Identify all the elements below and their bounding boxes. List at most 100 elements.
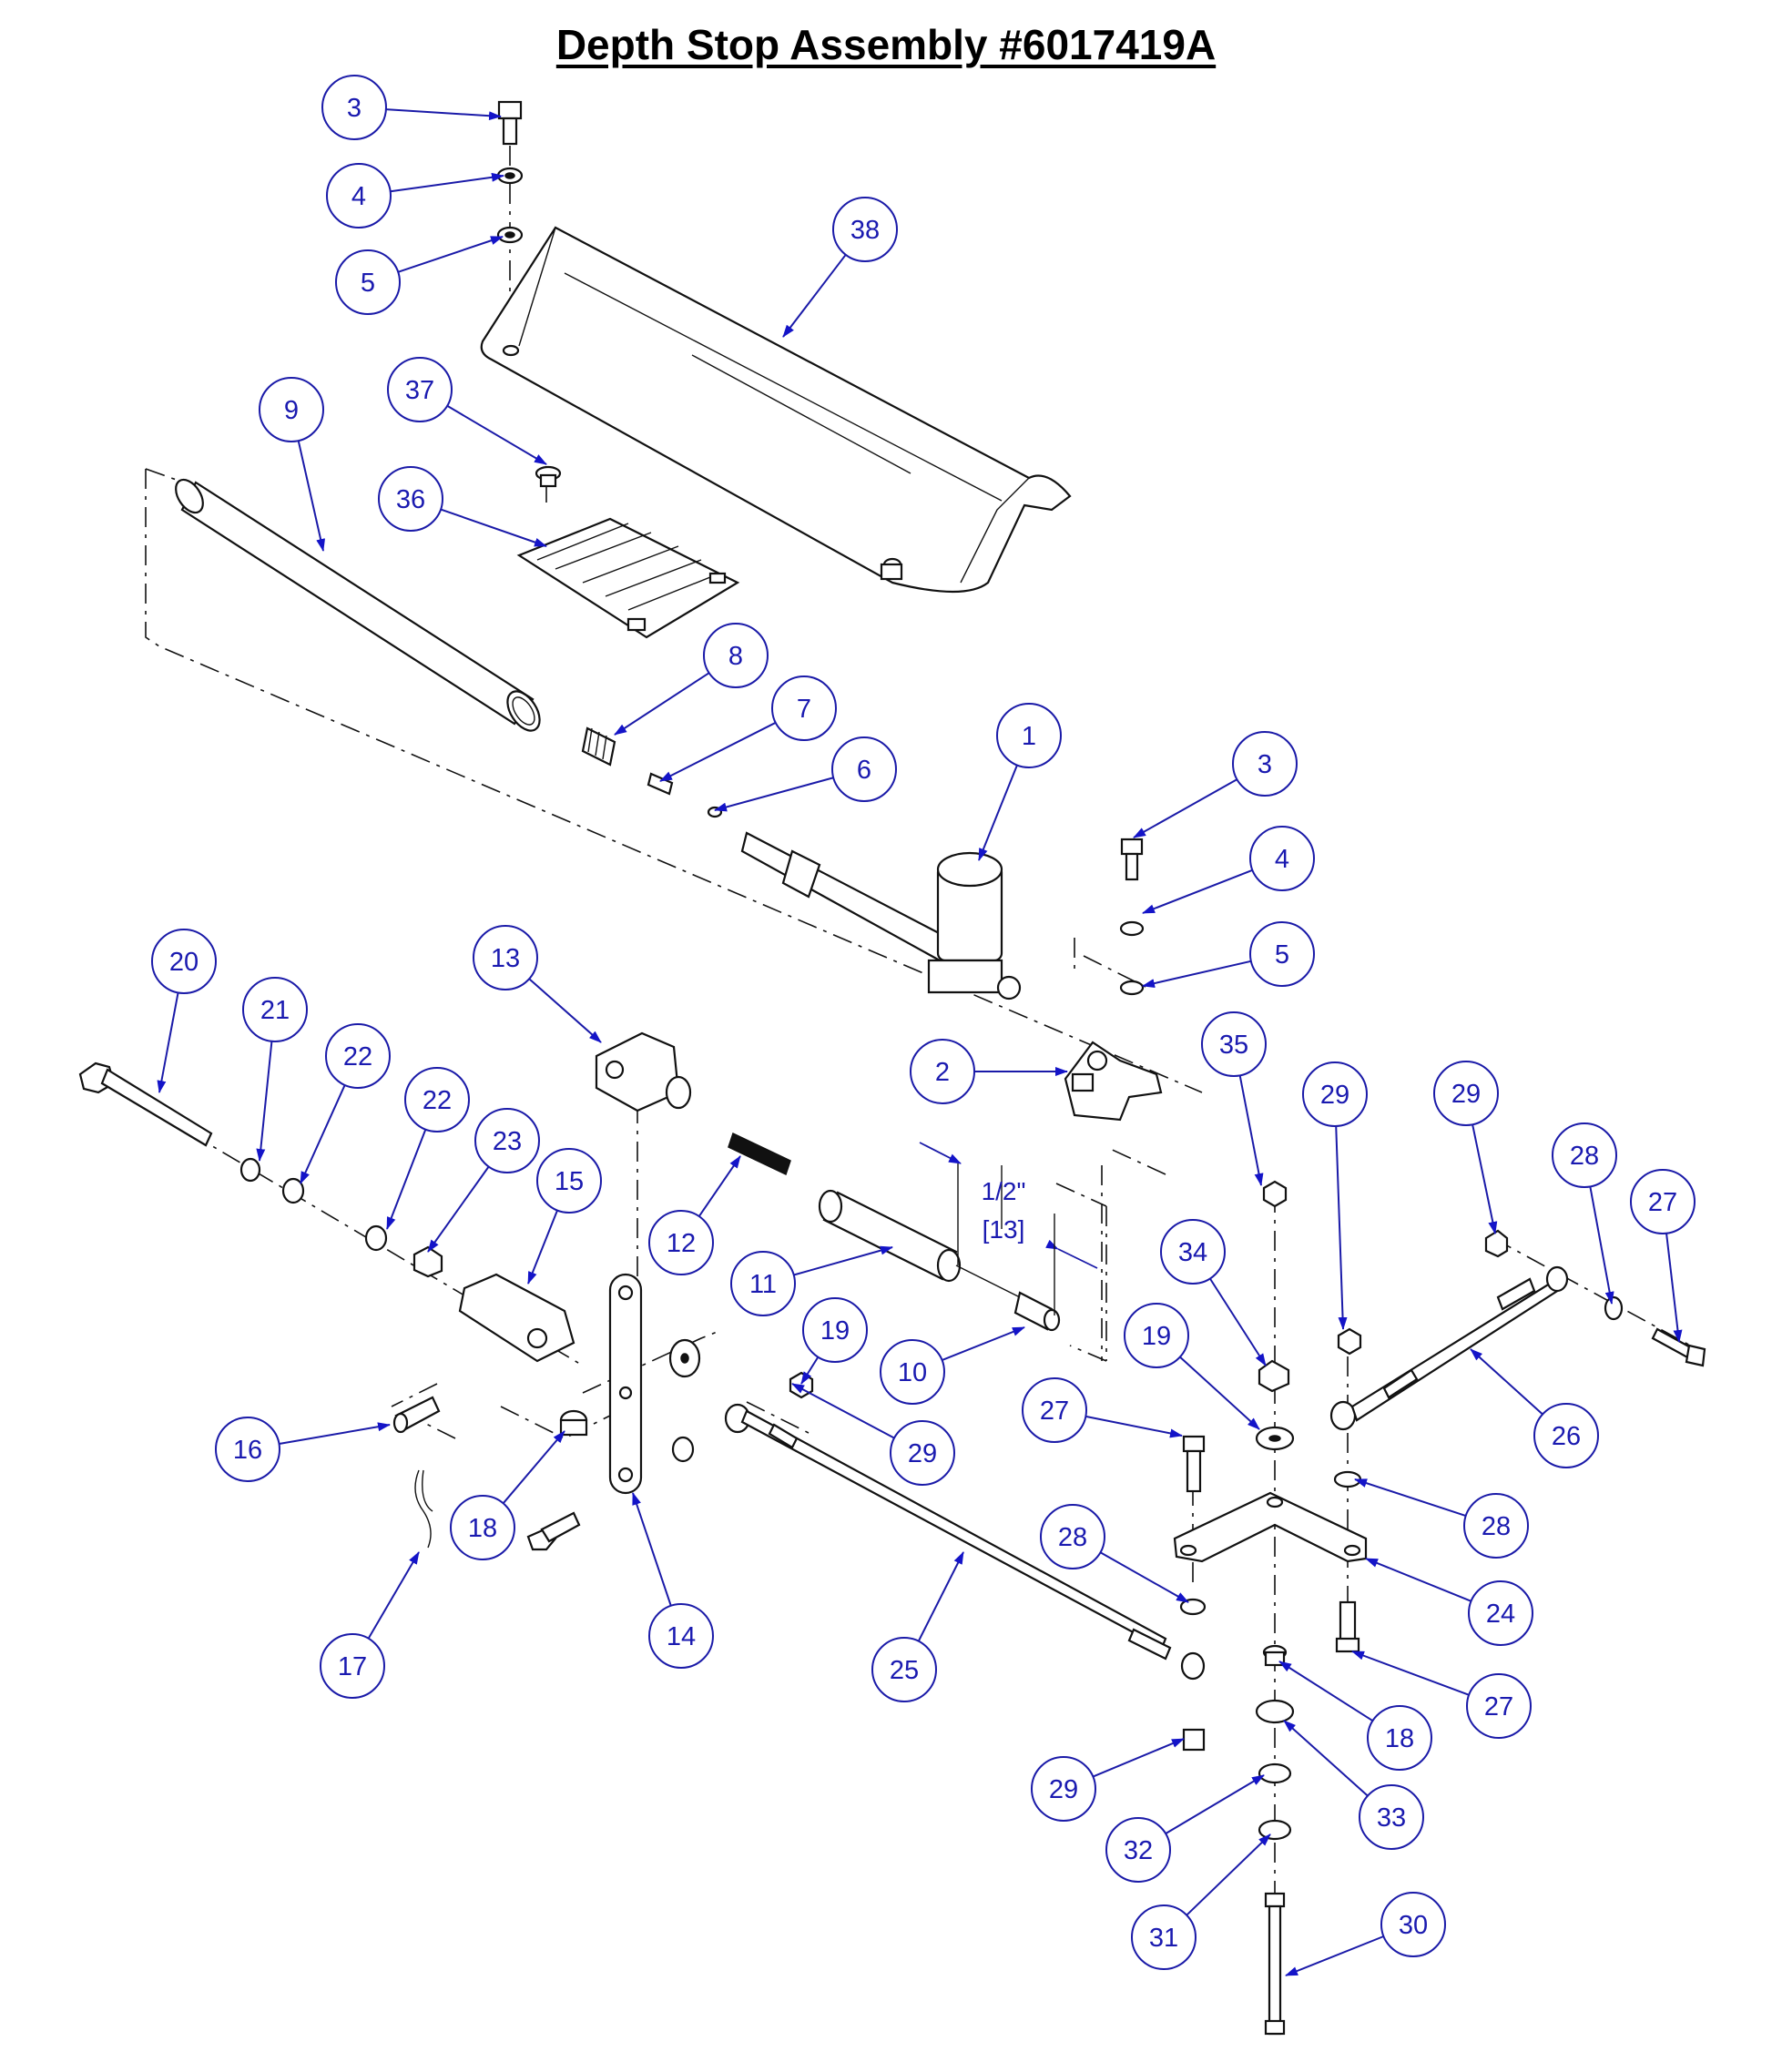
callout-circle <box>1433 1061 1499 1126</box>
callout-circle <box>648 1210 714 1275</box>
callout-circle <box>832 197 898 262</box>
callout-leader-26 <box>1470 1348 1543 1416</box>
callout-circle <box>1232 731 1298 797</box>
callout-circle <box>1201 1011 1267 1077</box>
callout-balloon-24: 24 <box>1468 1580 1533 1646</box>
callout-leader-19 <box>1179 1356 1260 1430</box>
callout-balloon-35: 35 <box>1201 1011 1267 1077</box>
callout-circle <box>474 1108 540 1173</box>
callout-circle <box>450 1495 515 1560</box>
tube-part-9 <box>175 478 541 732</box>
callout-circle <box>326 163 392 229</box>
callout-leader-7 <box>659 721 777 782</box>
washer-part-31 <box>1258 1819 1292 1841</box>
callout-leader-28 <box>1099 1551 1189 1603</box>
callout-circle <box>703 623 769 688</box>
callout-balloon-4: 4 <box>326 163 392 229</box>
washer-hole-part-4 <box>504 172 515 179</box>
callout-number: 37 <box>405 376 434 405</box>
callout-leader-38 <box>782 254 847 338</box>
callout-circle <box>404 1067 470 1132</box>
callout-balloon-14: 14 <box>648 1603 714 1669</box>
clevis-part-15 <box>458 1273 575 1363</box>
callout-circle <box>536 1148 602 1214</box>
callout-leader-13 <box>528 978 602 1043</box>
washer-part-28a <box>671 1436 695 1463</box>
callout-leader-29 <box>1472 1124 1498 1234</box>
callout-balloon-21: 21 <box>242 977 308 1042</box>
callout-number: 33 <box>1377 1803 1406 1833</box>
callout-circle <box>910 1039 975 1104</box>
callout-balloon-26: 26 <box>1533 1403 1599 1468</box>
callout-circle <box>1022 1377 1087 1443</box>
callout-circle <box>325 1023 391 1089</box>
callout-balloon-15: 15 <box>536 1148 602 1214</box>
callout-number: 15 <box>555 1167 584 1196</box>
callout-number: 12 <box>667 1229 696 1258</box>
callout-circle <box>730 1251 796 1316</box>
callout-balloon-2: 2 <box>910 1039 975 1104</box>
callout-balloon-29: 29 <box>1302 1061 1368 1127</box>
callout-number: 21 <box>260 996 290 1025</box>
actuator-part-1 <box>740 831 1022 1000</box>
callout-leader-36 <box>440 508 547 547</box>
callout-number: 14 <box>667 1622 696 1651</box>
callout-circle <box>831 736 897 802</box>
callout-balloon-18: 18 <box>450 1495 515 1560</box>
dimension-half-inch: 1/2" [13] <box>919 1142 1107 1362</box>
callout-number: 2 <box>935 1058 950 1087</box>
callout-leader-29 <box>1335 1125 1348 1330</box>
callout-circle <box>1040 1504 1105 1569</box>
callout-balloon-19: 19 <box>802 1297 868 1363</box>
callout-balloon-38: 38 <box>832 197 898 262</box>
callout-balloon-4: 4 <box>1249 826 1315 891</box>
callout-leader-18 <box>1278 1661 1374 1722</box>
washer-part-22a <box>281 1177 305 1204</box>
callout-leader-29 <box>1092 1738 1185 1778</box>
callout-number: 29 <box>908 1439 937 1468</box>
callout-circle <box>1031 1756 1096 1822</box>
callout-number: 1 <box>1022 722 1036 751</box>
link-bar-part-14 <box>608 1273 643 1495</box>
callout-leader-31 <box>1186 1833 1271 1916</box>
callout-number: 5 <box>361 269 375 298</box>
washer-part-5b <box>1119 980 1145 996</box>
callout-number: 3 <box>347 94 362 123</box>
threaded-rod-part-12 <box>728 1132 791 1176</box>
callout-leader-4 <box>390 172 504 193</box>
callout-balloon-20: 20 <box>151 929 217 994</box>
callout-number: 7 <box>797 695 811 724</box>
callout-balloon-27: 27 <box>1466 1673 1532 1739</box>
callout-number: 28 <box>1570 1142 1599 1171</box>
callout-number: 22 <box>423 1086 452 1115</box>
callout-leader-25 <box>917 1551 964 1642</box>
callout-circle <box>1359 1784 1424 1850</box>
callout-leader-18 <box>502 1430 565 1504</box>
callout-leader-11 <box>793 1245 893 1276</box>
callout-number: 19 <box>820 1316 850 1346</box>
cover-part-38 <box>480 226 1072 594</box>
bushing-part-18b <box>1262 1644 1288 1667</box>
screw-part-37 <box>535 465 562 488</box>
callout-circle <box>320 1633 385 1699</box>
callout-circle <box>259 377 324 442</box>
bolt-part-20 <box>78 1061 213 1147</box>
callout-leader-21 <box>256 1041 273 1162</box>
callout-leader-17 <box>367 1551 420 1640</box>
callout-balloon-29: 29 <box>1031 1756 1096 1822</box>
callout-circle <box>335 249 401 315</box>
washer-hole-part-5 <box>504 231 515 239</box>
callout-number: 38 <box>850 216 880 245</box>
callout-balloon-28: 28 <box>1040 1504 1105 1569</box>
callout-leader-27 <box>1351 1650 1470 1696</box>
washer-part-28c <box>1604 1295 1624 1321</box>
callout-number: 35 <box>1219 1031 1248 1060</box>
callout-balloon-5: 5 <box>335 249 401 315</box>
callout-circle <box>771 675 837 741</box>
callout-circle <box>802 1297 868 1363</box>
callout-circle <box>890 1420 955 1486</box>
callout-number: 17 <box>338 1652 367 1681</box>
callout-leader-33 <box>1283 1720 1369 1797</box>
callout-balloon-37: 37 <box>387 357 453 422</box>
callout-balloon-30: 30 <box>1380 1892 1446 1957</box>
